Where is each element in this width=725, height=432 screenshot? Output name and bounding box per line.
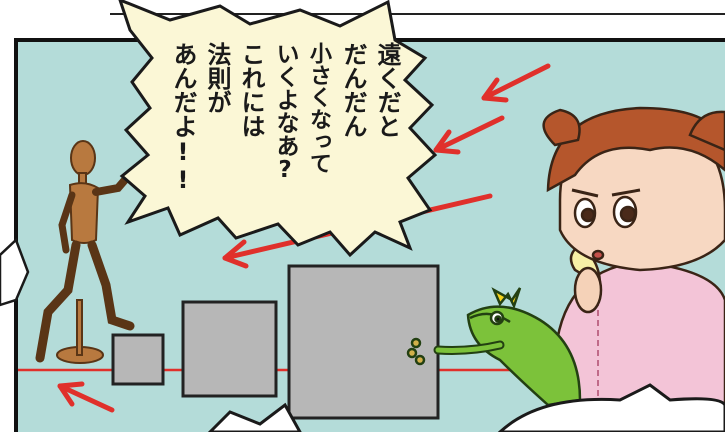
frog-icon: [406, 287, 582, 407]
arrow-2-head: [433, 129, 461, 155]
speech-line-3: 小さくなって: [306, 42, 331, 174]
speech-line-1: 遠くだと: [373, 42, 401, 138]
arrow-2: [433, 115, 505, 153]
speech-line-2: だんだん: [339, 42, 367, 138]
arrow-4: [57, 383, 115, 413]
arrow-4-head: [57, 381, 85, 407]
crown-icon: [491, 287, 522, 310]
bottom-speech-bubble-right: [497, 383, 725, 432]
speech-line-6: 法則が: [203, 42, 231, 114]
arrow-1: [481, 63, 551, 101]
wooden-mannequin-icon: [35, 140, 135, 364]
arrow-1-head: [481, 77, 509, 103]
speech-line-5: これには: [237, 42, 265, 138]
speech-line-7: あんだよ!!: [169, 42, 197, 194]
bottom-speech-bubble-left: [207, 402, 302, 432]
medium-box: [181, 300, 278, 398]
girl-character-icon: [542, 106, 725, 432]
speech-line-4: いくよなあ?: [272, 42, 298, 183]
left-edge-bubble: [0, 237, 30, 307]
arrow-3-head: [222, 239, 249, 269]
speech-bubble: [118, 0, 438, 258]
small-box: [111, 333, 165, 386]
